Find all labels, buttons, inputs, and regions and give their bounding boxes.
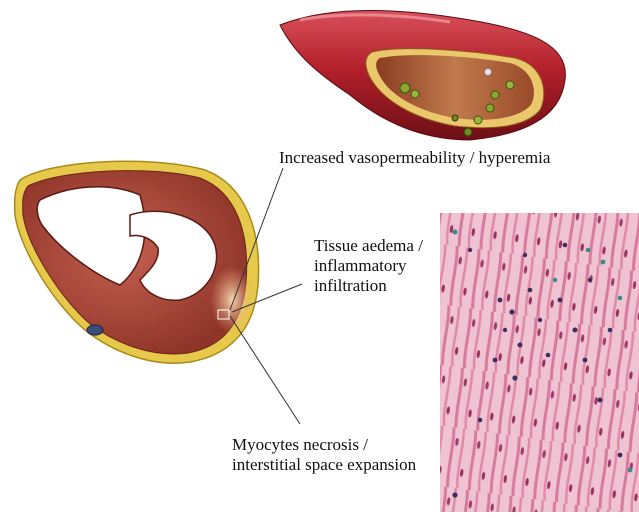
tissue-aedema-label-line-2: inflammatory bbox=[314, 256, 423, 276]
blood-vessel bbox=[280, 10, 565, 140]
tissue-aedema-label-line-3: infiltration bbox=[314, 276, 423, 296]
myocytes-necrosis-label: Myocytes necrosis / interstitial space e… bbox=[232, 435, 416, 475]
myocytes-necrosis-label-line-1: Myocytes necrosis / bbox=[232, 435, 416, 455]
heart-cross-section bbox=[15, 161, 259, 363]
leader-line-necrosis bbox=[230, 316, 300, 424]
vasopermeability-label: Increased vasopermeability / hyperemia bbox=[279, 148, 550, 168]
histology-micrograph bbox=[440, 213, 639, 512]
tissue-aedema-label: Tissue aedema / inflammatory infiltratio… bbox=[314, 236, 423, 296]
vasopermeability-label-text: Increased vasopermeability / hyperemia bbox=[279, 148, 550, 168]
tissue-aedema-label-line-1: Tissue aedema / bbox=[314, 236, 423, 256]
myocytes-necrosis-label-line-2: interstitial space expansion bbox=[232, 455, 416, 475]
